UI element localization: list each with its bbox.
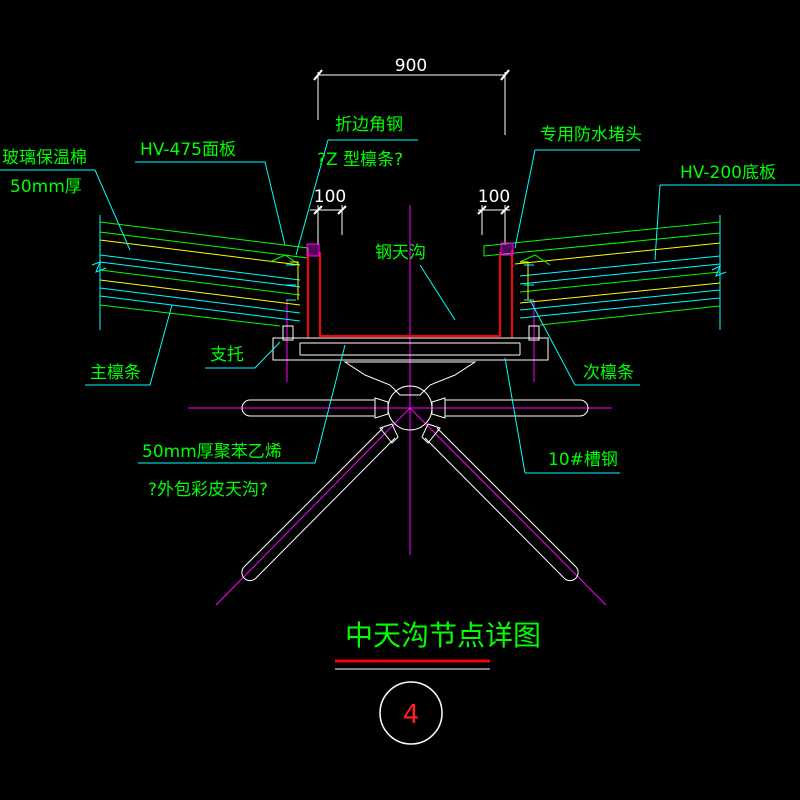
label-glass-wool: 玻璃保温棉 [2,148,87,168]
detail-number-circle [379,681,443,745]
tube-diagonal-left [243,427,396,579]
tube-left [241,399,375,417]
drawing-title: 中天沟节点详图 [345,619,541,652]
label-z-purlin: ?Z 型檩条? [317,150,403,170]
right-roof-assembly [483,215,727,330]
centerlines [188,205,612,606]
label-panel-475: HV-475面板 [140,140,236,160]
dim-top-width: 900 [395,56,427,76]
label-channel-steel: 10#槽钢 [548,450,618,470]
dimension-lines [310,69,510,245]
leader-lines [0,139,800,474]
label-main-purlin: 主檩条 [90,363,141,383]
label-secondary-purlin: 次檩条 [583,363,634,383]
diagonal-centerline-left [215,407,411,606]
label-panel-200: HV-200底板 [680,163,776,183]
node-gusset [343,361,477,396]
label-support: 支托 [210,345,244,365]
label-waterproof-plug: 专用防水堵头 [540,125,642,145]
label-angle-steel: 折边角钢 [335,115,403,135]
dim-right-offset: 100 [478,187,510,207]
left-waterproof-plug [306,243,320,257]
dim-left-offset: 100 [314,187,346,207]
space-frame-node [241,361,589,582]
detail-number: 4 [403,700,420,730]
tube-right [445,399,589,417]
right-waterproof-plug [500,242,514,256]
label-polystyrene: 50mm厚聚苯乙烯 [142,442,282,462]
label-glass-wool-thickness: 50mm厚 [10,177,82,197]
label-color-sheet-gutter: ?外包彩皮天沟? [148,480,268,500]
tube-diagonal-right [424,427,577,579]
diagonal-centerline-right [409,407,607,606]
steel-gutter [282,242,540,341]
left-roof-assembly [91,215,309,330]
label-steel-gutter: 钢天沟 [375,243,426,263]
